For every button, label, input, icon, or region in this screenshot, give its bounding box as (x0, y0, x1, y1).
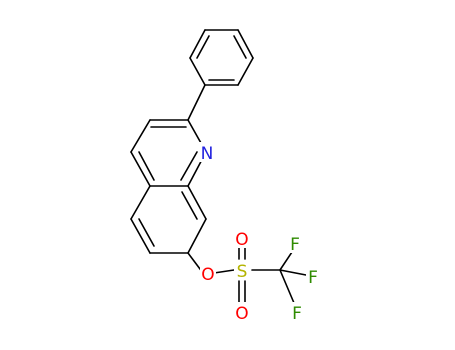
label-background (234, 302, 250, 322)
bond (130, 218, 151, 254)
bond-o-s (213, 269, 235, 274)
double-bond-inner (138, 151, 155, 181)
label-background (290, 302, 304, 322)
bond (189, 29, 206, 59)
bond (187, 185, 207, 220)
double-bond-inner (181, 191, 198, 220)
benzo-ring (130, 185, 207, 254)
atom-O-ester: O (201, 265, 214, 285)
label-background (306, 266, 320, 286)
atom-O-lower: O (235, 304, 248, 324)
atom-F-top: F (290, 235, 300, 255)
atom-F-bottom: F (292, 304, 302, 324)
label-background (288, 233, 302, 253)
atom-S: S (237, 262, 248, 282)
bond-c-f-right (279, 269, 307, 276)
bond (130, 119, 151, 153)
pyridine-ring (130, 119, 207, 187)
phenyl-ring (189, 29, 254, 86)
atom-labels: N O S O O F F F (198, 142, 320, 324)
double-bond-inner (180, 151, 198, 181)
bond (130, 185, 151, 220)
bond-phenyl-to-quinoline (187, 84, 206, 121)
bond (237, 57, 254, 86)
atom-F-right: F (308, 268, 318, 288)
double-bond-inner (196, 35, 210, 59)
atom-N1: N (201, 144, 214, 164)
bond (130, 151, 151, 187)
bond (187, 218, 207, 254)
label-background (198, 142, 214, 162)
label-background (200, 263, 216, 283)
atom-O-upper: O (235, 230, 248, 250)
bond-c-f-top (279, 251, 293, 271)
bond (237, 29, 254, 59)
double-bond-inner (233, 35, 247, 59)
label-background (234, 260, 250, 280)
bond-c-f-bottom (279, 269, 295, 304)
bond (189, 57, 206, 86)
label-background (234, 228, 250, 248)
double-bond-inner (138, 218, 155, 247)
